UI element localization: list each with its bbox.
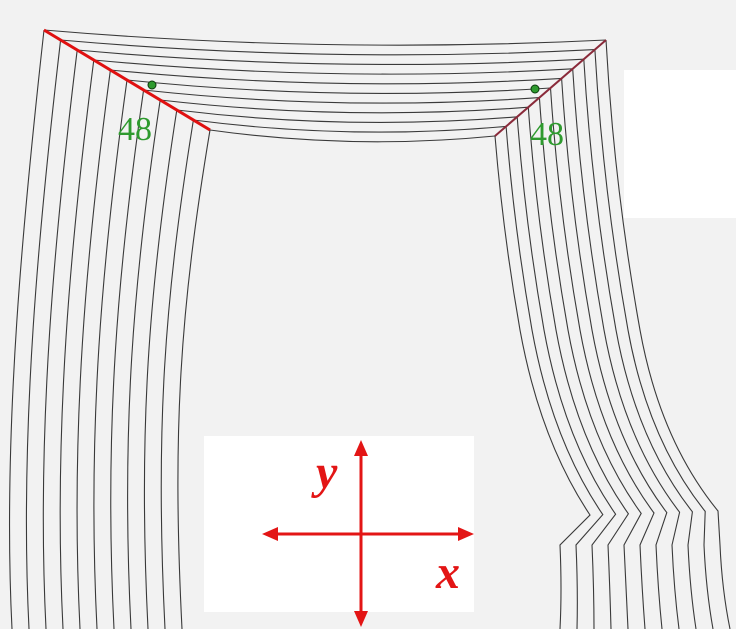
fringe-line <box>42 49 78 629</box>
fringe-line <box>538 97 642 629</box>
axis-cross: y x <box>262 440 474 627</box>
fringe-line <box>160 99 529 114</box>
fringe-line <box>176 109 518 123</box>
fringe-line <box>8 29 45 629</box>
white-patch-right <box>624 70 736 218</box>
right-fringe-lines <box>494 39 731 629</box>
fringe-line <box>126 99 161 629</box>
fringe-line <box>516 116 617 629</box>
fringe-line <box>605 39 731 629</box>
fringe-line <box>143 109 178 629</box>
fringe-line <box>583 59 697 629</box>
fringe-line <box>494 135 591 629</box>
fringe-line <box>594 49 714 629</box>
fringe-line <box>572 68 681 629</box>
fringe-line <box>110 69 562 85</box>
left-mark-label: 48 <box>118 111 152 148</box>
fringe-line <box>160 119 194 629</box>
y-axis-arrow-down <box>354 611 368 627</box>
y-axis-arrow-up <box>354 440 368 456</box>
top-fringe-lines <box>43 29 607 143</box>
right-highlight-line <box>494 39 607 137</box>
fringe-line <box>93 79 128 629</box>
axis-panel <box>204 436 474 612</box>
left-highlight-line <box>43 28 211 132</box>
fringe-line <box>505 126 604 629</box>
fringe-line <box>76 69 111 629</box>
right-marker-dot <box>530 84 540 94</box>
fringe-line <box>177 129 211 629</box>
left-fringe-lines <box>8 29 211 629</box>
fringe-line <box>143 89 540 104</box>
fringe-line <box>549 87 655 629</box>
x-axis-arrow-right <box>458 527 474 541</box>
fringe-line <box>193 119 507 133</box>
fringe-line <box>59 59 95 629</box>
fringe-line <box>77 49 584 66</box>
fringe-line <box>209 129 496 143</box>
fringe-line <box>60 39 595 56</box>
fringe-line <box>126 79 551 94</box>
right-mark-label: 48 <box>530 116 564 153</box>
fringe-line <box>110 89 145 629</box>
x-axis-arrow-left <box>262 527 278 541</box>
fringe-line <box>93 59 573 75</box>
x-axis-label: x <box>435 546 460 599</box>
fringe-line <box>25 39 62 629</box>
left-marker-dot <box>147 80 157 90</box>
y-axis-label: y <box>311 446 338 499</box>
fringe-line <box>43 29 607 46</box>
fringe-line <box>527 107 630 629</box>
fringe-line <box>561 78 668 629</box>
